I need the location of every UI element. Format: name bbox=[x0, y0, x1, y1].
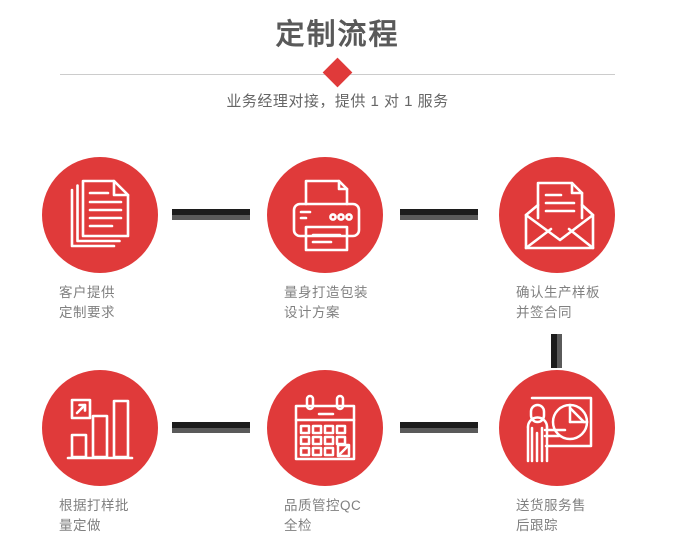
connector-bar-dark bbox=[172, 422, 250, 428]
documents-stack-icon bbox=[42, 157, 158, 273]
connector-bar-dark bbox=[551, 334, 557, 368]
connector-step2-step3 bbox=[400, 209, 478, 220]
connector-step1-step2 bbox=[172, 209, 250, 220]
calendar-check-icon bbox=[267, 370, 383, 486]
flow-step-5-label: 品质管控QC 全检 bbox=[284, 498, 362, 533]
connector-step4-step5 bbox=[172, 422, 250, 433]
page-header: 定制流程 业务经理对接，提供 1 对 1 服务 bbox=[0, 0, 675, 130]
printer-icon bbox=[267, 157, 383, 273]
flow-step-3-label: 确认生产样板 并签合同 bbox=[516, 285, 600, 320]
bar-chart-growth-icon bbox=[42, 370, 158, 486]
connector-bar-gray bbox=[400, 428, 478, 433]
page-title: 定制流程 bbox=[275, 19, 400, 51]
presentation-pie-chart-icon bbox=[499, 370, 615, 486]
connector-bar-gray bbox=[557, 334, 562, 368]
connector-bar-gray bbox=[400, 215, 478, 220]
connector-step5-step6 bbox=[400, 422, 478, 433]
connector-bar-gray bbox=[172, 215, 250, 220]
flow-step-6-label: 送货服务售 后跟踪 bbox=[516, 498, 586, 533]
connector-bar-dark bbox=[400, 422, 478, 428]
flow-step-1-label: 客户提供 定制要求 bbox=[59, 285, 115, 320]
flow-step-2-label: 量身打造包装 设计方案 bbox=[284, 285, 368, 320]
connector-step3-step6 bbox=[551, 334, 562, 368]
envelope-letter-icon bbox=[499, 157, 615, 273]
connector-bar-dark bbox=[400, 209, 478, 215]
connector-bar-gray bbox=[172, 428, 250, 433]
page-subtitle: 业务经理对接，提供 1 对 1 服务 bbox=[226, 93, 449, 110]
connector-bar-dark bbox=[172, 209, 250, 215]
flow-step-4-label: 根据打样批 量定做 bbox=[59, 498, 129, 533]
